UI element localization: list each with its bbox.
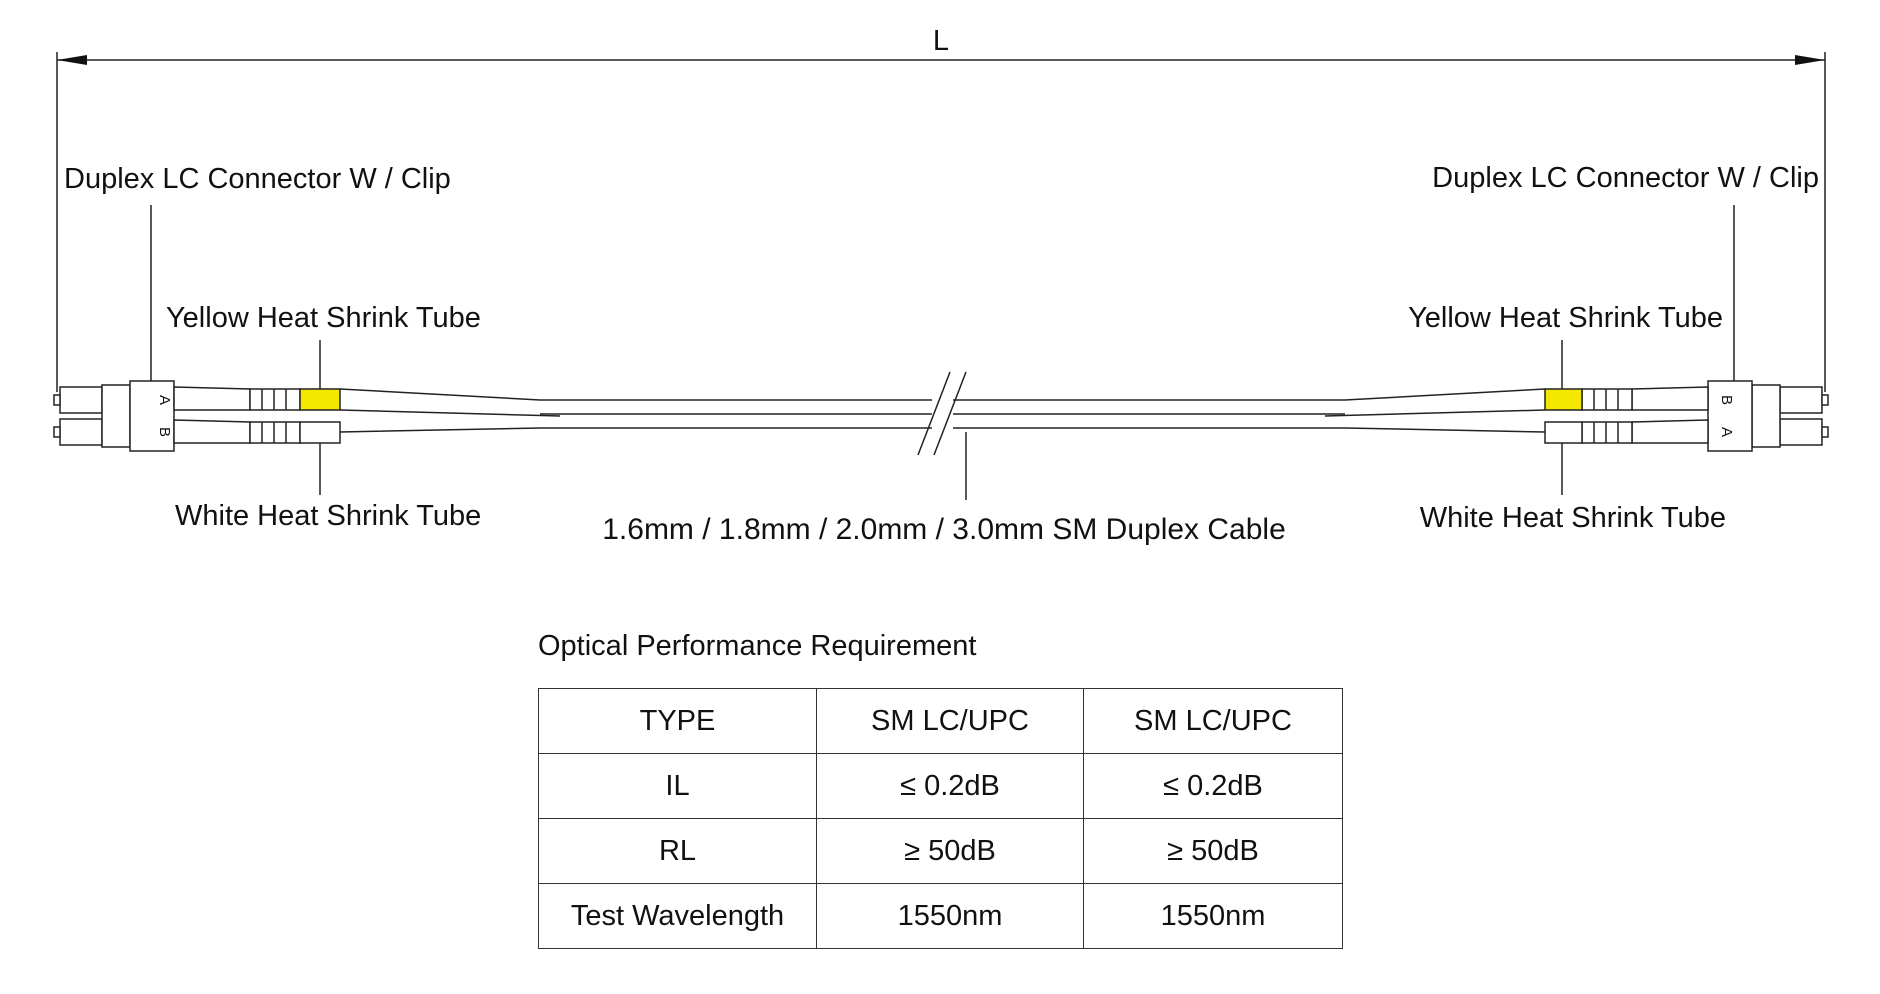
left-yellow-heat-shrink — [299, 388, 341, 411]
performance-table: TYPE SM LC/UPC SM LC/UPC IL ≤ 0.2dB ≤ 0.… — [538, 688, 1343, 949]
right-mark-a: A — [1718, 427, 1735, 437]
table-cell: ≤ 0.2dB — [816, 753, 1084, 819]
table-cell: ≥ 50dB — [1083, 818, 1343, 884]
left-connector — [53, 380, 341, 452]
table-cell: ≥ 50dB — [816, 818, 1084, 884]
table-cell: SM LC/UPC — [816, 688, 1084, 754]
right-mark-b: B — [1718, 395, 1735, 405]
duplex-cable — [339, 371, 1546, 456]
performance-title: Optical Performance Requirement — [538, 630, 977, 662]
right-connector — [1544, 380, 1829, 452]
table-cell: IL — [538, 753, 817, 819]
cable-spec-label: 1.6mm / 1.8mm / 2.0mm / 3.0mm SM Duplex … — [602, 513, 1286, 546]
left-white-heat-shrink — [299, 421, 341, 444]
length-dimension — [56, 52, 1826, 392]
table-cell: SM LC/UPC — [1083, 688, 1343, 754]
right-connector-label: Duplex LC Connector W / Clip — [1432, 162, 1819, 194]
table-cell: Test Wavelength — [538, 883, 817, 949]
right-white-tube-label: White Heat Shrink Tube — [1420, 502, 1726, 534]
table-cell: RL — [538, 818, 817, 884]
right-yellow-tube-label: Yellow Heat Shrink Tube — [1408, 302, 1723, 334]
left-mark-a: A — [156, 395, 173, 405]
right-yellow-heat-shrink — [1544, 388, 1583, 411]
table-row: IL ≤ 0.2dB ≤ 0.2dB — [538, 753, 1343, 819]
leader-lines — [150, 205, 1735, 500]
left-white-tube-label: White Heat Shrink Tube — [175, 500, 481, 532]
table-cell: 1550nm — [1083, 883, 1343, 949]
table-row: Test Wavelength 1550nm 1550nm — [538, 883, 1343, 949]
left-mark-b: B — [156, 427, 173, 437]
left-yellow-tube-label: Yellow Heat Shrink Tube — [166, 302, 481, 334]
table-cell: 1550nm — [816, 883, 1084, 949]
table-row: TYPE SM LC/UPC SM LC/UPC — [538, 688, 1343, 754]
table-cell: ≤ 0.2dB — [1083, 753, 1343, 819]
table-row: RL ≥ 50dB ≥ 50dB — [538, 818, 1343, 884]
length-label: L — [933, 25, 949, 57]
right-white-heat-shrink — [1544, 421, 1583, 444]
table-cell: TYPE — [538, 688, 817, 754]
left-connector-label: Duplex LC Connector W / Clip — [64, 163, 451, 195]
